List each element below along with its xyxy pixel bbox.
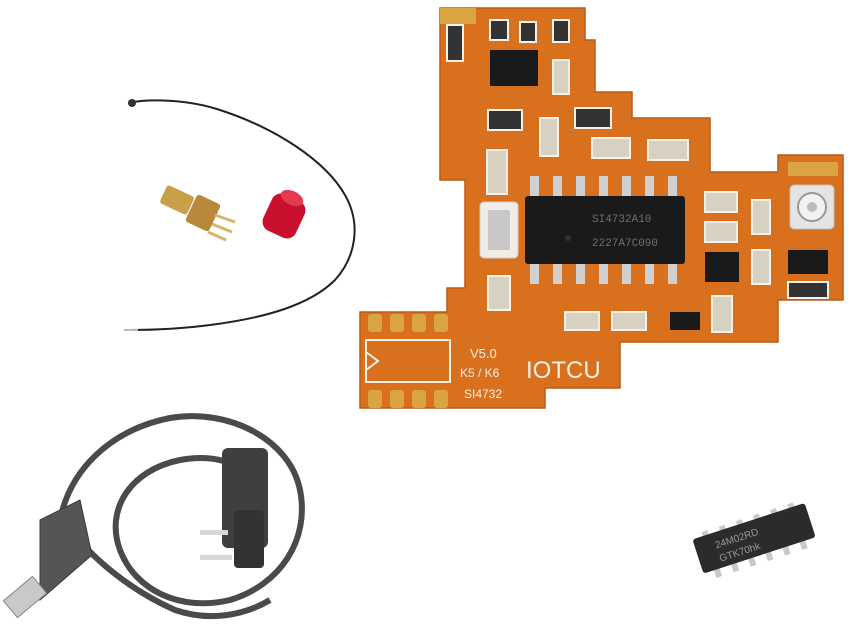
red-protective-cap [262,189,306,239]
chip-name-label: SI4732 [464,387,502,401]
top-pad [440,8,476,24]
ufl-socket [788,162,838,230]
pin-2-5mm [200,555,232,560]
ic-marking-line1: SI4732A10 [592,214,651,226]
si4732-pcb-module: SI4732A10 2227A7C090 [359,7,844,409]
version-label: V5.0 [470,346,497,361]
ufl-connector [128,99,136,107]
smd-components [446,19,829,333]
brand-label: IOTCU [526,357,601,384]
sma-connector [160,185,236,242]
si4732-ic: SI4732A10 2227A7C090 [525,176,685,284]
model-label: K5 / K6 [460,366,500,380]
eeprom-body [693,503,815,573]
cable-coil [57,413,305,607]
usb-plug [2,499,93,619]
eeprom-chip: 24M02RD GTK70hk [693,502,815,578]
k-plug-connector [200,448,268,568]
castellated-pads [368,314,448,408]
ic-marking-line2: 2227A7C090 [592,238,658,250]
silkscreen-box [365,339,451,383]
pin-3-5mm [200,530,228,535]
wire-antenna [124,99,356,331]
ic-body [525,196,685,264]
usb-programming-cable [2,413,305,620]
crystal [488,210,510,250]
